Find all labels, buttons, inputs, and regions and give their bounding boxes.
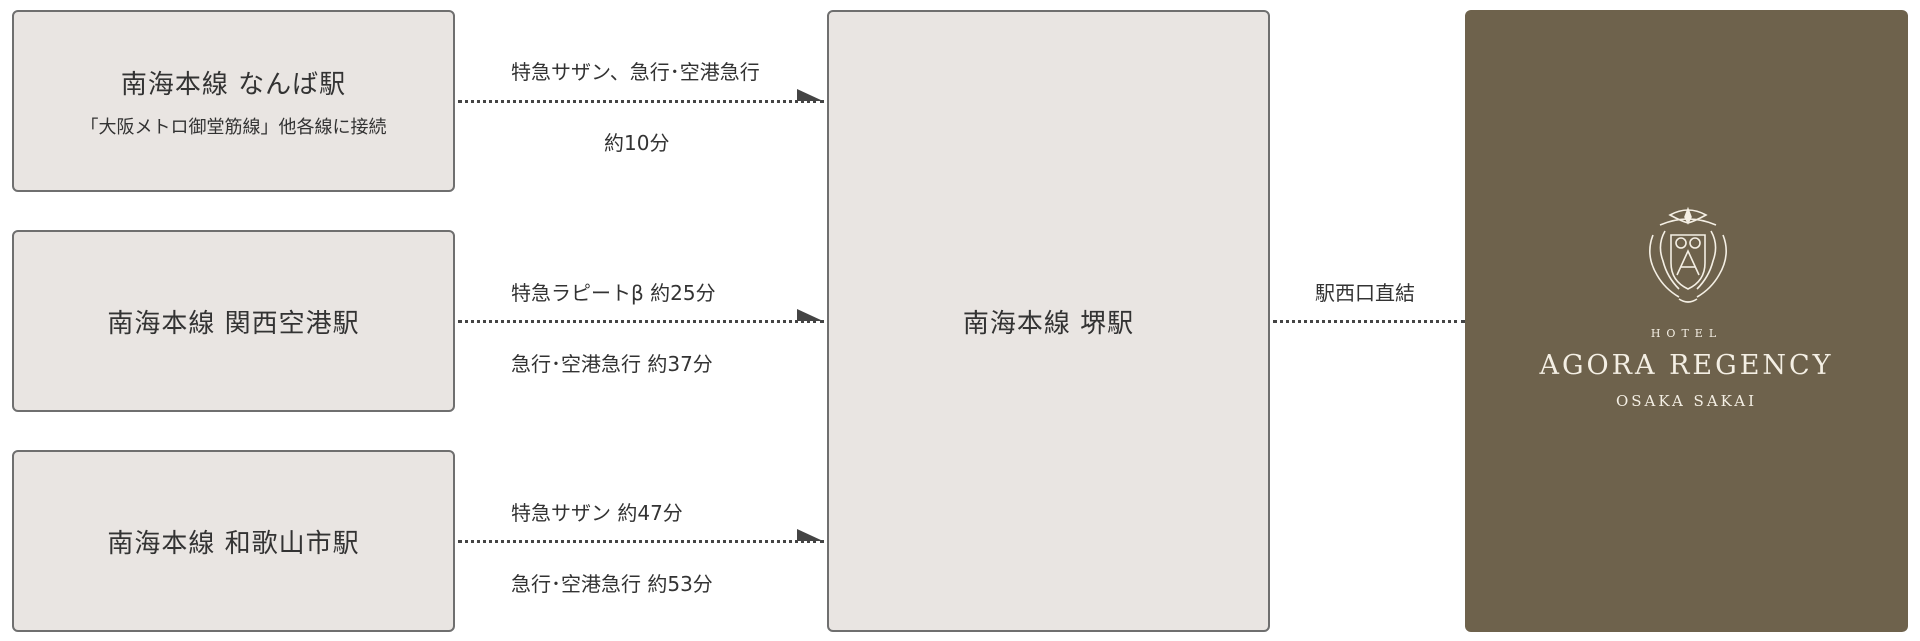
hotel-line-hotel: HOTEL — [1650, 327, 1723, 340]
hotel-panel: HOTEL AGORA REGENCY OSAKA SAKAI — [1465, 10, 1908, 632]
origin-namba-subtitle: 「大阪メトロ御堂筋線」他各線に接続 — [80, 116, 387, 138]
hotel-line-name: AGORA REGENCY — [1539, 350, 1834, 381]
direct-connection-label: 駅西口直結 — [1315, 281, 1415, 305]
route-connector-namba — [458, 100, 824, 103]
arrowhead-icon — [797, 309, 823, 321]
route-connector-kansai — [458, 320, 824, 323]
route-namba-time: 約10分 — [604, 131, 670, 155]
hotel-crest-icon — [1649, 206, 1727, 303]
route-kansai-limited-express: 特急ラピートβ 約25分 — [511, 281, 716, 305]
origin-wakayamashi-title: 南海本線 和歌山市駅 — [107, 528, 360, 559]
hub-sakai-station: 南海本線 堺駅 — [827, 10, 1270, 632]
origin-kansai-airport-title: 南海本線 関西空港駅 — [107, 308, 360, 339]
direct-connector — [1273, 320, 1465, 323]
origin-wakayamashi: 南海本線 和歌山市駅 — [12, 450, 455, 632]
hub-title: 南海本線 堺駅 — [962, 308, 1135, 339]
hotel-line-location: OSAKA SAKAI — [1615, 392, 1758, 410]
origin-kansai-airport: 南海本線 関西空港駅 — [12, 230, 455, 412]
route-wakayama-express: 急行･空港急行 約53分 — [511, 572, 713, 596]
origin-namba-title: 南海本線 なんば駅 — [120, 69, 347, 100]
route-kansai-express: 急行･空港急行 約37分 — [511, 352, 713, 376]
arrowhead-icon — [797, 89, 823, 101]
route-connector-wakayama — [458, 540, 824, 543]
arrowhead-icon — [797, 529, 823, 541]
origin-namba: 南海本線 なんば駅 「大阪メトロ御堂筋線」他各線に接続 — [12, 10, 455, 192]
route-namba-service: 特急サザン、急行･空港急行 — [511, 60, 760, 84]
route-wakayama-limited-express: 特急サザン 約47分 — [511, 501, 683, 525]
